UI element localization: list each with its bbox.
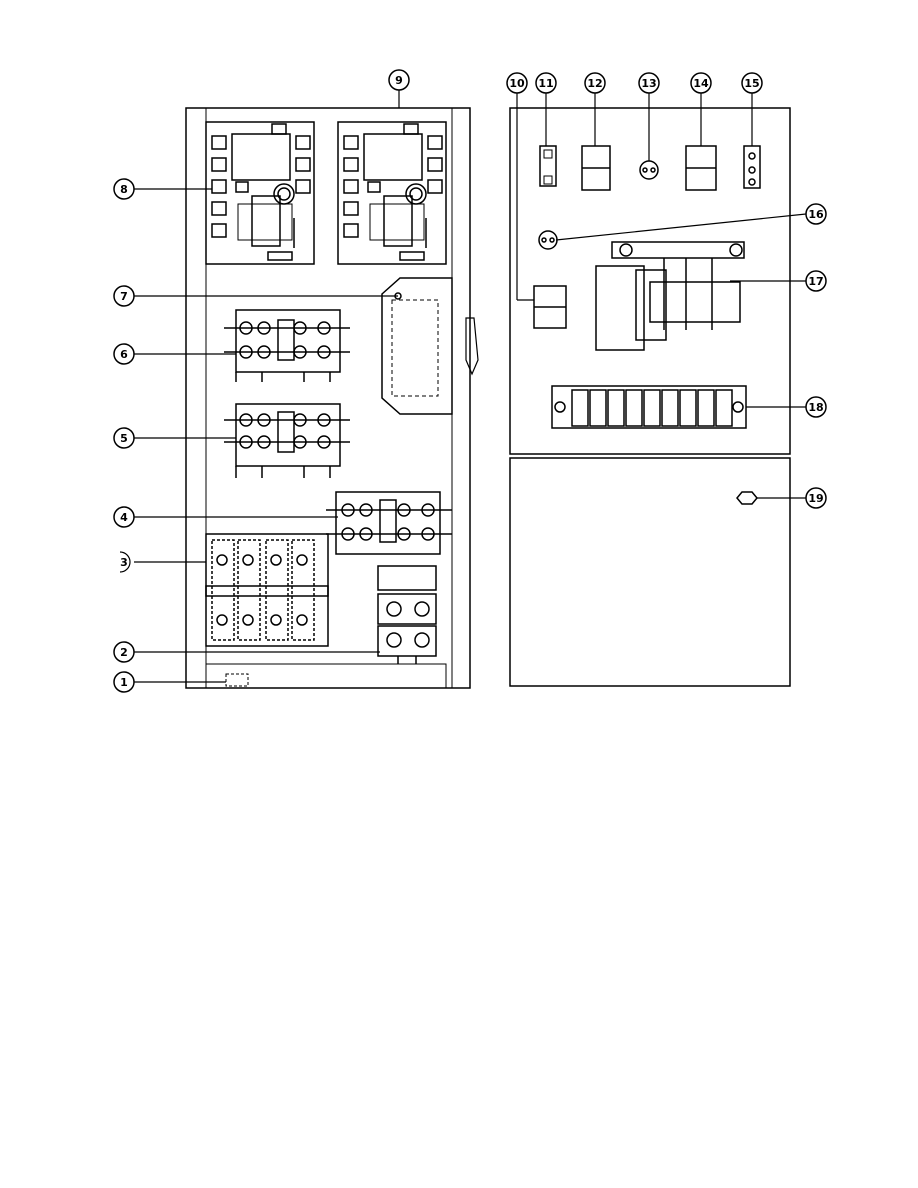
callout-2: 2 bbox=[114, 642, 134, 662]
callout-14: 14 bbox=[691, 73, 711, 93]
callout-17: 17 bbox=[806, 271, 826, 291]
callout-19: 19 bbox=[806, 488, 826, 508]
contactor-17 bbox=[596, 242, 744, 350]
callout-13-label: 13 bbox=[641, 77, 656, 90]
callout-2-label: 2 bbox=[120, 646, 128, 659]
callout-6-label: 6 bbox=[120, 348, 128, 361]
callout-11-label: 11 bbox=[538, 77, 553, 90]
component-16 bbox=[539, 231, 557, 249]
fuse-block-3 bbox=[206, 534, 328, 646]
callout-12: 12 bbox=[585, 73, 605, 93]
contactor-5 bbox=[224, 404, 350, 478]
callout-11: 11 bbox=[536, 73, 556, 93]
callout-8-label: 8 bbox=[120, 183, 128, 196]
contactor-6 bbox=[224, 310, 350, 382]
callout-5: 5 bbox=[114, 428, 134, 448]
relay-module-left bbox=[206, 122, 314, 264]
top-row-components bbox=[540, 146, 760, 190]
terminal-strip-18 bbox=[552, 386, 746, 428]
callout-4: 4 bbox=[114, 507, 134, 527]
callout-9-label: 9 bbox=[395, 74, 403, 87]
callout-12-label: 12 bbox=[587, 77, 602, 90]
callout-14-label: 14 bbox=[693, 77, 709, 90]
callout-18-label: 18 bbox=[808, 401, 823, 414]
callout-1-label: 1 bbox=[120, 676, 128, 689]
callout-4-label: 4 bbox=[120, 511, 128, 524]
callout-7-label: 7 bbox=[120, 290, 128, 303]
contactor-4 bbox=[326, 492, 452, 554]
callout-15-label: 15 bbox=[744, 77, 759, 90]
callout-8: 8 bbox=[114, 179, 134, 199]
component-10 bbox=[534, 286, 566, 328]
callout-7: 7 bbox=[114, 286, 134, 306]
callout-17-label: 17 bbox=[808, 275, 823, 288]
callout-6: 6 bbox=[114, 344, 134, 364]
component-19-nut bbox=[737, 492, 757, 504]
callout-1: 1 bbox=[114, 672, 134, 692]
terminal-block-2 bbox=[378, 566, 436, 664]
callout-16: 16 bbox=[806, 204, 826, 224]
relay-module-right bbox=[338, 122, 446, 264]
callout-3-label: 3 bbox=[120, 556, 128, 569]
callout-15: 15 bbox=[742, 73, 762, 93]
callout-10-label: 10 bbox=[509, 77, 525, 90]
callout-10: 10 bbox=[507, 73, 527, 93]
callout-5-label: 5 bbox=[120, 432, 128, 445]
callout-16-label: 16 bbox=[808, 208, 824, 221]
callout-19-label: 19 bbox=[808, 492, 823, 505]
component-7-box bbox=[382, 278, 452, 414]
left-enclosure bbox=[186, 108, 478, 688]
callout-3: 3 bbox=[120, 552, 130, 572]
callout-13: 13 bbox=[639, 73, 659, 93]
callout-18: 18 bbox=[806, 397, 826, 417]
callout-9: 9 bbox=[389, 70, 409, 90]
